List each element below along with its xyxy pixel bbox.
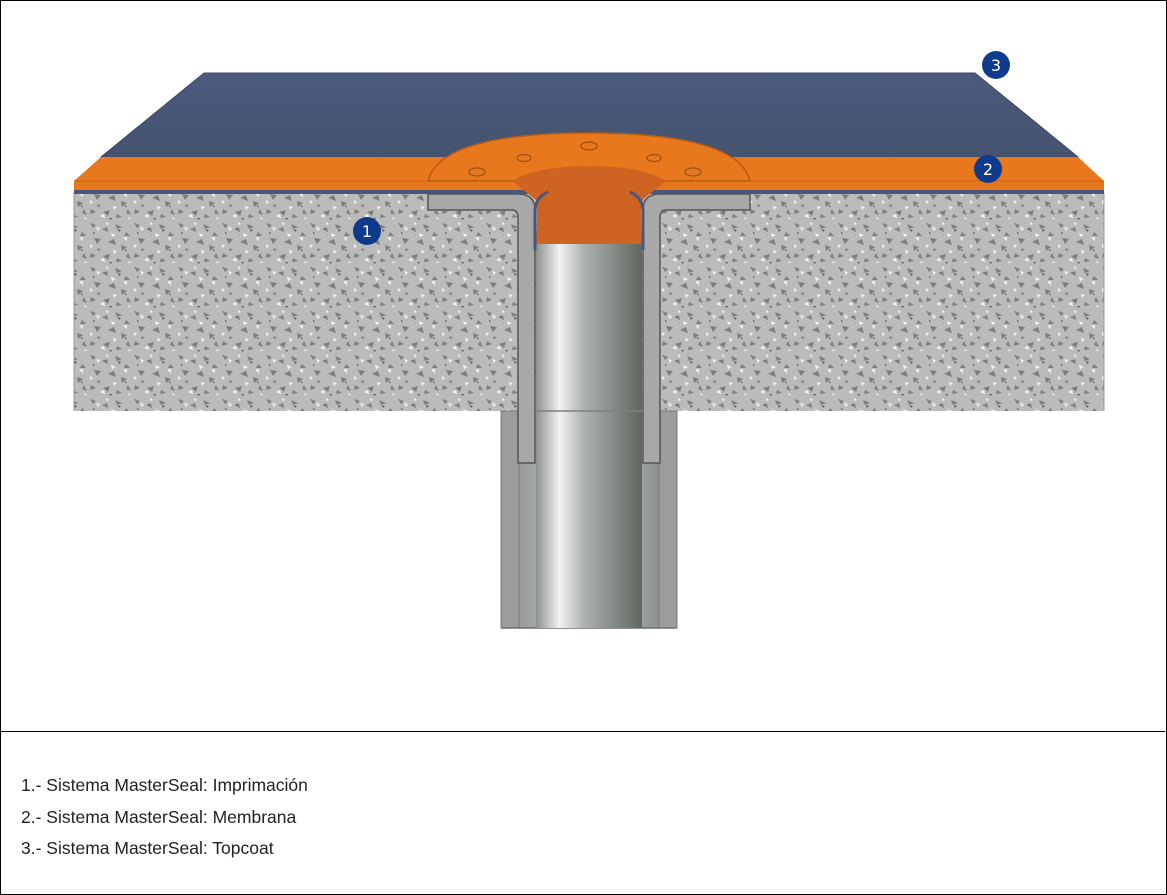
legend-item-primer: 1.- Sistema MasterSeal: Imprimación <box>21 775 308 795</box>
layer-marker-2: 2 <box>974 155 1002 183</box>
drain-throat-membrane <box>512 166 666 244</box>
legend-item-topcoat: 3.- Sistema MasterSeal: Topcoat <box>21 838 274 858</box>
svg-text:3: 3 <box>991 56 1001 75</box>
flange <box>427 132 751 182</box>
drain-body-left <box>427 190 549 464</box>
layer-marker-1: 1 <box>353 217 381 245</box>
figure-panel: 1 2 3 <box>0 51 1165 732</box>
drain-pipe <box>536 244 642 628</box>
drain-body-right <box>629 190 751 464</box>
svg-text:2: 2 <box>983 160 993 179</box>
legend-panel: 1.- Sistema MasterSeal: Imprimación 2.- … <box>0 732 1165 893</box>
legend-item-membrane: 2.- Sistema MasterSeal: Membrana <box>21 807 297 827</box>
svg-text:1: 1 <box>362 222 372 241</box>
drain-section-diagram: 1 2 3 <box>73 51 1105 629</box>
layer-marker-3: 3 <box>982 51 1010 79</box>
